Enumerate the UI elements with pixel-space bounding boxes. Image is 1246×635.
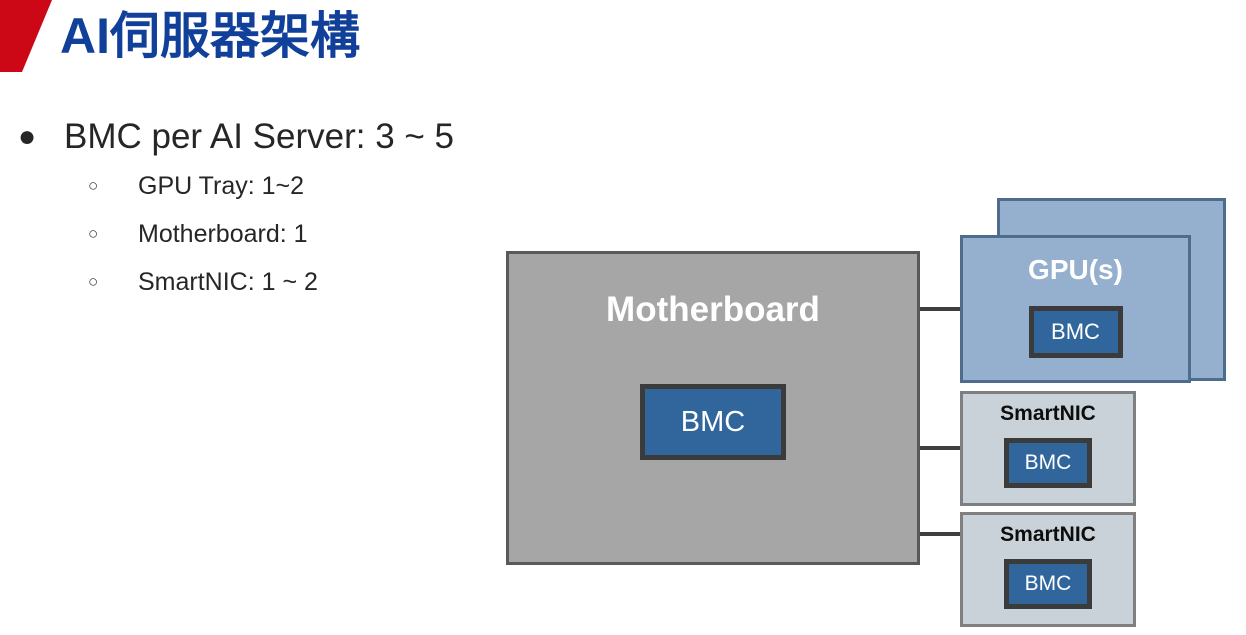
gpu-node[interactable]: GPU(s) BMC <box>960 235 1191 383</box>
motherboard-bmc-label: BMC <box>680 405 746 438</box>
connector-motherboard-to-gpu <box>920 307 964 311</box>
page-title: AI伺服器架構 <box>60 8 360 64</box>
bullet-level1-item: ● BMC per AI Server: 3 ~ 5 <box>0 112 560 162</box>
smartnic-node-2[interactable]: SmartNIC BMC <box>960 512 1136 627</box>
bullet-level2-marker: ○ <box>88 272 99 291</box>
bullet-level2-label: Motherboard: 1 <box>138 220 308 248</box>
smartnic-bmc-label-2: BMC <box>1024 572 1072 595</box>
motherboard-bmc-node[interactable]: BMC <box>640 384 786 460</box>
bullet-list: ● BMC per AI Server: 3 ~ 5 ○ GPU Tray: 1… <box>0 112 560 306</box>
connector-motherboard-to-smartnic-1 <box>920 446 964 450</box>
smartnic-node-1[interactable]: SmartNIC BMC <box>960 391 1136 506</box>
smartnic-bmc-node-1[interactable]: BMC <box>1004 438 1092 488</box>
gpu-bmc-node[interactable]: BMC <box>1028 306 1123 358</box>
smartnic-label-1: SmartNIC <box>1000 402 1096 425</box>
bullet-level2-marker: ○ <box>88 176 99 195</box>
bullet-level2-item-motherboard: ○ Motherboard: 1 <box>0 210 560 258</box>
bullet-level1-label: BMC per AI Server: 3 ~ 5 <box>64 117 455 156</box>
smartnic-label-2: SmartNIC <box>1000 523 1096 546</box>
bullet-level1-marker: ● <box>18 120 37 153</box>
gpu-bmc-label: BMC <box>1051 319 1100 344</box>
connector-motherboard-to-smartnic-2 <box>920 532 964 536</box>
smartnic-bmc-node-2[interactable]: BMC <box>1004 559 1092 609</box>
bullet-level2-label: SmartNIC: 1 ~ 2 <box>138 268 318 296</box>
motherboard-label: Motherboard <box>606 290 820 329</box>
smartnic-bmc-label-1: BMC <box>1024 451 1072 474</box>
bullet-level2-item-gpu-tray: ○ GPU Tray: 1~2 <box>0 162 560 210</box>
gpu-label: GPU(s) <box>1028 254 1123 285</box>
bullet-level2-label: GPU Tray: 1~2 <box>138 172 305 200</box>
motherboard-node[interactable]: Motherboard BMC <box>506 251 920 565</box>
title-accent-shape <box>0 0 52 72</box>
bullet-level2-item-smartnic: ○ SmartNIC: 1 ~ 2 <box>0 258 560 306</box>
bullet-level2-marker: ○ <box>88 224 99 243</box>
